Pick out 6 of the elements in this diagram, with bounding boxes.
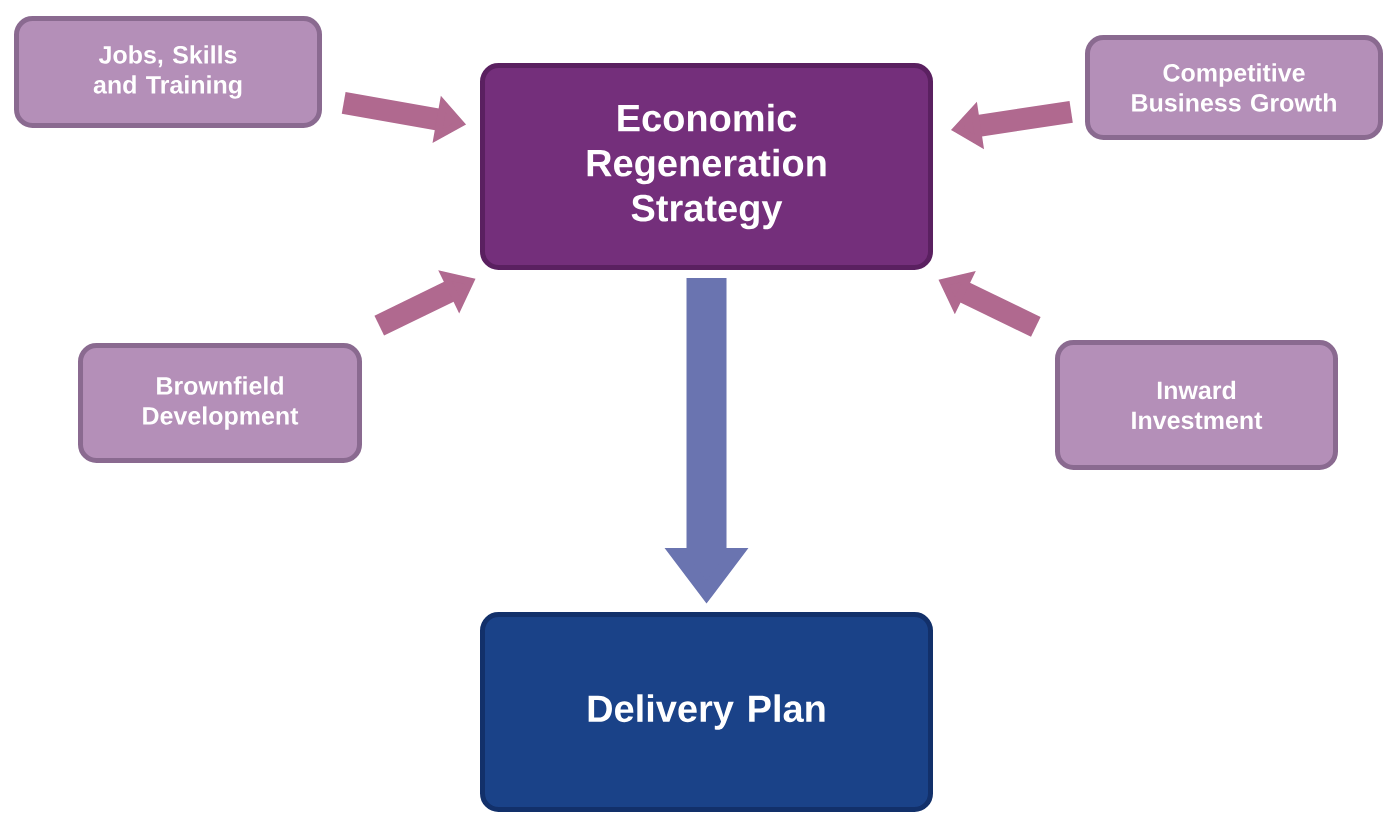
strategy-box: Economic Regeneration Strategy xyxy=(480,63,933,270)
topic-box: Brownfield Development xyxy=(78,343,362,463)
topic-box: Inward Investment xyxy=(1055,340,1338,470)
plan-box: Delivery Plan xyxy=(480,612,933,812)
topic-box: Jobs, Skills and Training xyxy=(14,16,322,128)
topic-box: Competitive Business Growth xyxy=(1085,35,1383,140)
